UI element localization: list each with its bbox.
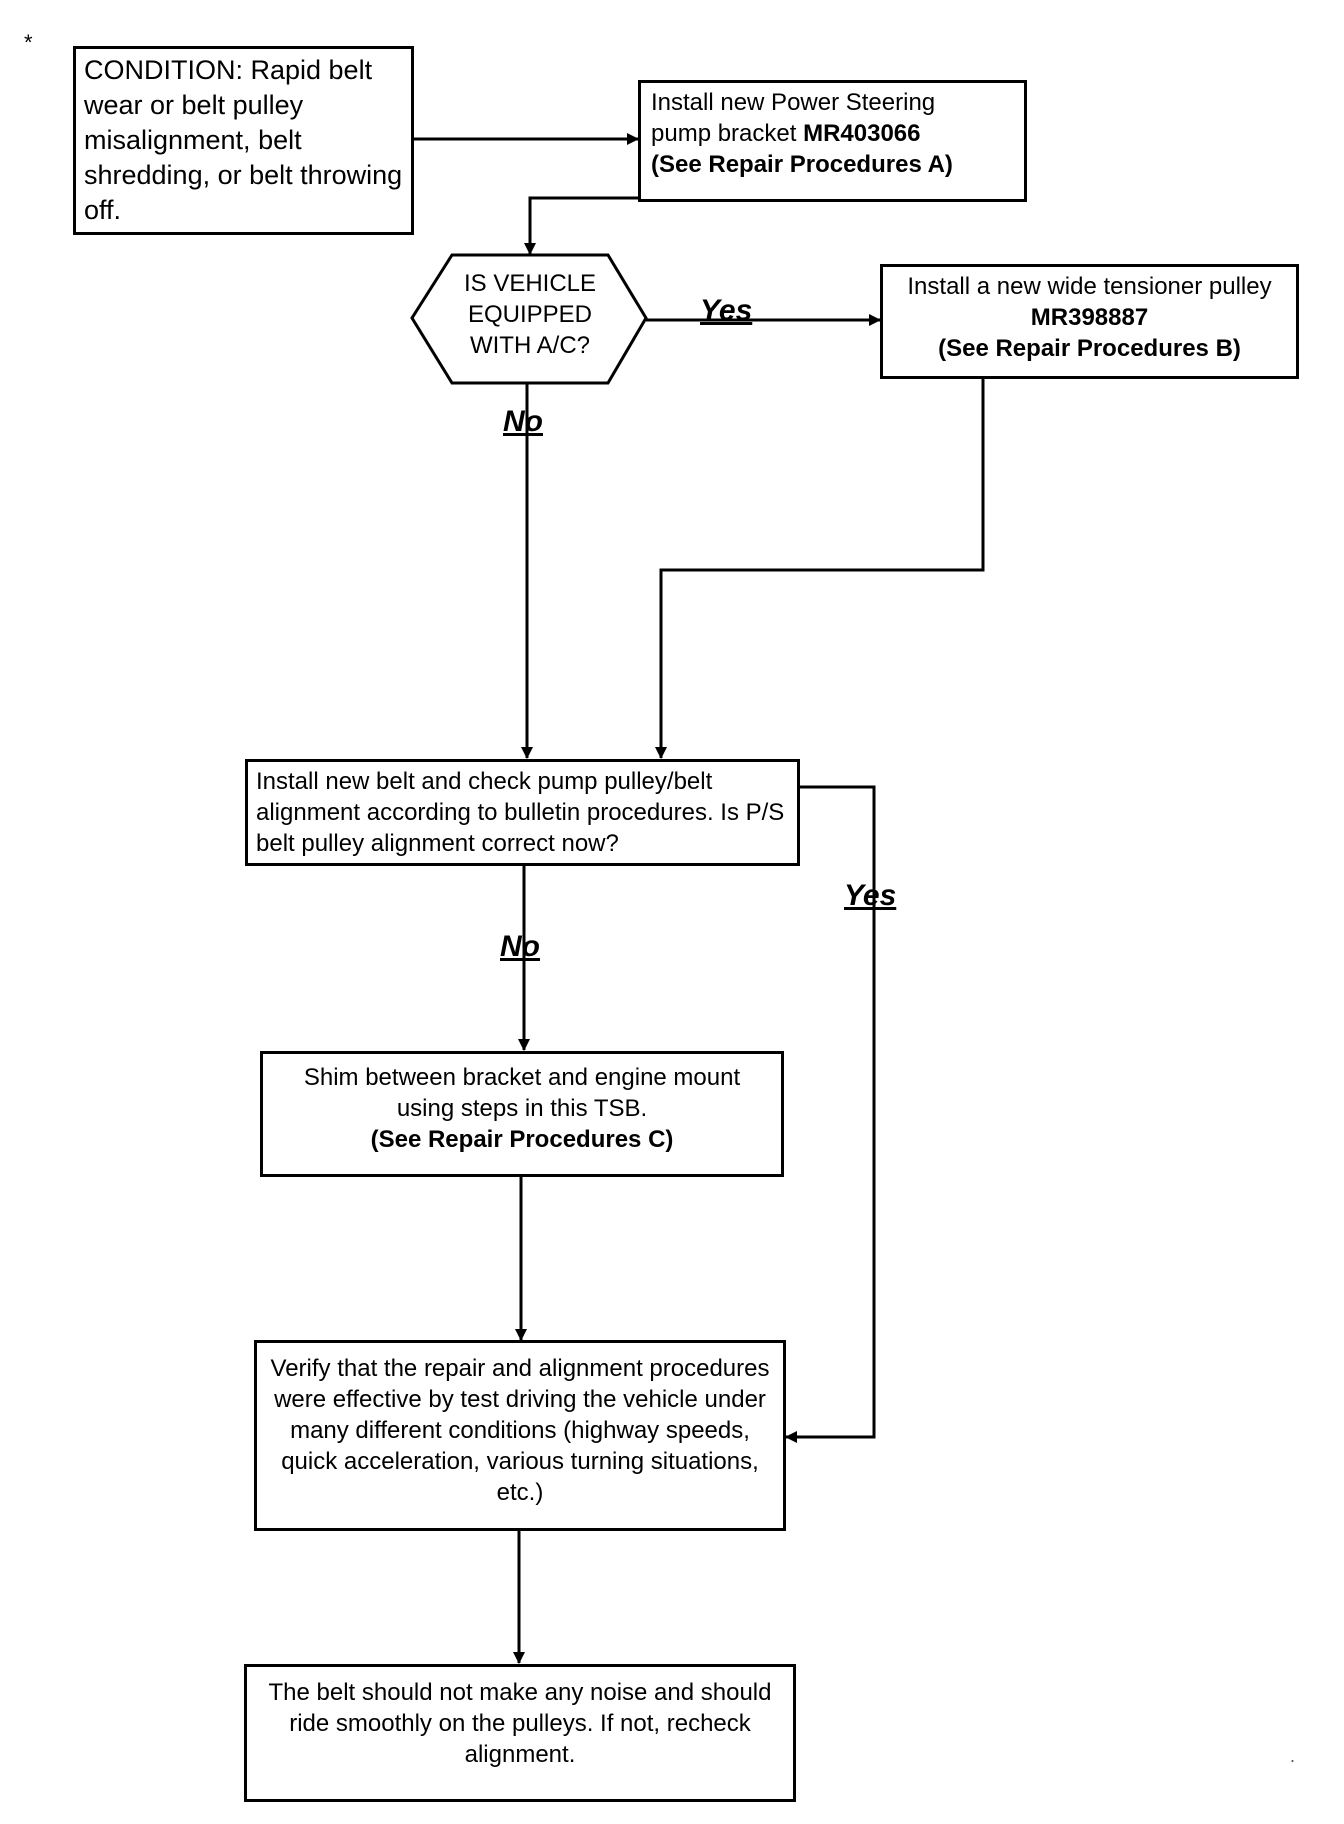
condition-text: CONDITION: Rapid belt wear or belt pulle… <box>84 55 403 225</box>
shim-line1: Shim between bracket and engine mount <box>303 1064 741 1091</box>
ps-bracket-box: Install new Power Steering pump bracket … <box>638 80 1027 202</box>
ps-bracket-line1: Install new Power Steering <box>651 89 936 116</box>
arrow-bracket-to-ac <box>524 196 638 255</box>
align-yes-label: Yes <box>844 879 897 912</box>
tensioner-part-number: MR398887 <box>1030 304 1149 331</box>
verify-text: Verify that the repair and alignment pro… <box>270 1355 770 1506</box>
ac-question: IS VEHICLE EQUIPPED WITH A/C? <box>430 268 630 361</box>
ps-bracket-ref: (See Repair Procedures A) <box>651 151 953 178</box>
ac-question-line2: EQUIPPED <box>467 301 593 328</box>
align-no-label: No <box>500 930 540 963</box>
arrow-tensioner-to-belt <box>655 379 985 759</box>
ps-bracket-part-number: MR403066 <box>803 120 921 147</box>
shim-line2: using steps in this TSB. <box>396 1095 648 1122</box>
final-box: The belt should not make any noise and s… <box>244 1664 796 1802</box>
install-belt-text: Install new belt and check pump pulley/b… <box>256 768 785 857</box>
stray-mark: . <box>1290 1746 1296 1766</box>
ps-bracket-line2: pump bracket MR403066 <box>651 118 1014 149</box>
tensioner-line1: Install a new wide tensioner pulley <box>907 273 1272 300</box>
ac-yes-label: Yes <box>700 294 753 327</box>
shim-ref: (See Repair Procedures C) <box>370 1126 674 1153</box>
asterisk-marker: * <box>24 30 33 55</box>
tensioner-box: Install a new wide tensioner pulley MR39… <box>880 264 1299 379</box>
ac-decision-shape <box>410 253 648 385</box>
arrow-align-yes <box>785 785 876 1443</box>
final-text: The belt should not make any noise and s… <box>268 1679 772 1768</box>
shim-box: Shim between bracket and engine mount us… <box>260 1051 784 1177</box>
ac-question-line3: WITH A/C? <box>469 332 590 359</box>
verify-box: Verify that the repair and alignment pro… <box>254 1340 786 1531</box>
ac-no-label: No <box>503 405 543 438</box>
ac-question-line1: IS VEHICLE <box>463 270 597 297</box>
condition-box: CONDITION: Rapid belt wear or belt pulle… <box>73 46 414 235</box>
tensioner-ref: (See Repair Procedures B) <box>938 335 1241 362</box>
ps-bracket-line2-prefix: pump bracket <box>651 120 804 147</box>
install-belt-box: Install new belt and check pump pulley/b… <box>245 759 800 866</box>
